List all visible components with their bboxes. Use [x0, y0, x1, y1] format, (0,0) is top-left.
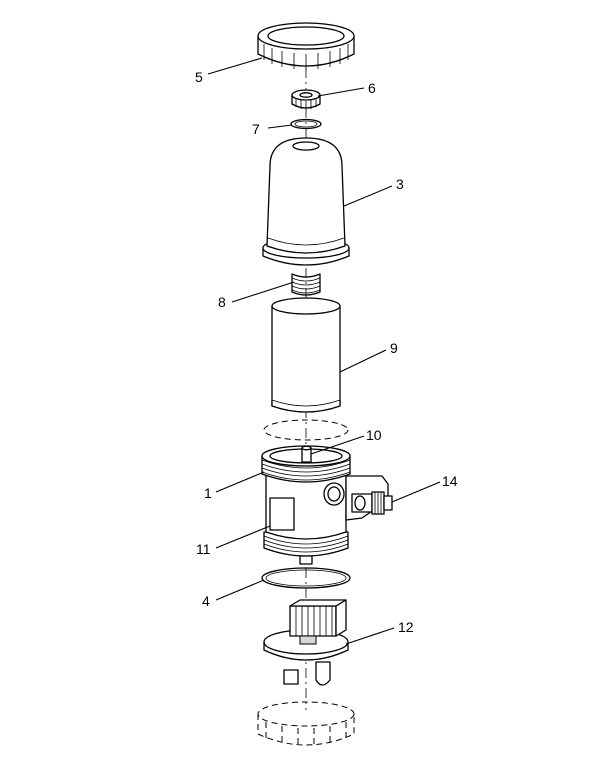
part-7-small-o-ring [290, 118, 322, 130]
leader-8 [231, 281, 295, 303]
leader-1 [215, 471, 265, 493]
leader-11 [215, 525, 271, 549]
callout-4: 4 [202, 593, 210, 609]
leader-5 [207, 57, 263, 75]
leader-10 [310, 435, 365, 455]
callout-14: 14 [442, 473, 458, 489]
leader-9 [339, 349, 387, 373]
callout-5: 5 [195, 69, 203, 85]
part-3-filter-bowl [262, 137, 350, 266]
part-5-collar-nut [257, 22, 355, 70]
callout-3: 3 [396, 176, 404, 192]
callout-7: 7 [252, 121, 260, 137]
leader-6 [317, 87, 365, 97]
part-6-small-nut [291, 89, 321, 110]
callout-11: 11 [196, 541, 211, 557]
callout-6: 6 [368, 80, 376, 96]
part-12-heater-assembly [263, 599, 349, 686]
leader-3 [343, 185, 393, 207]
leader-12 [345, 627, 395, 645]
callout-8: 8 [218, 294, 226, 310]
callout-12: 12 [398, 619, 414, 635]
part-14-fitting [351, 491, 393, 515]
callout-10: 10 [366, 427, 382, 443]
callout-1: 1 [204, 485, 212, 501]
part-4-o-ring [261, 567, 351, 589]
leader-14 [391, 481, 441, 503]
leader-7 [267, 124, 293, 129]
callout-9: 9 [390, 340, 398, 356]
element-seal-dashed [263, 419, 349, 441]
bottom-collar-dashed [257, 701, 355, 746]
part-9-filter-element [271, 297, 341, 413]
leader-4 [215, 579, 265, 601]
